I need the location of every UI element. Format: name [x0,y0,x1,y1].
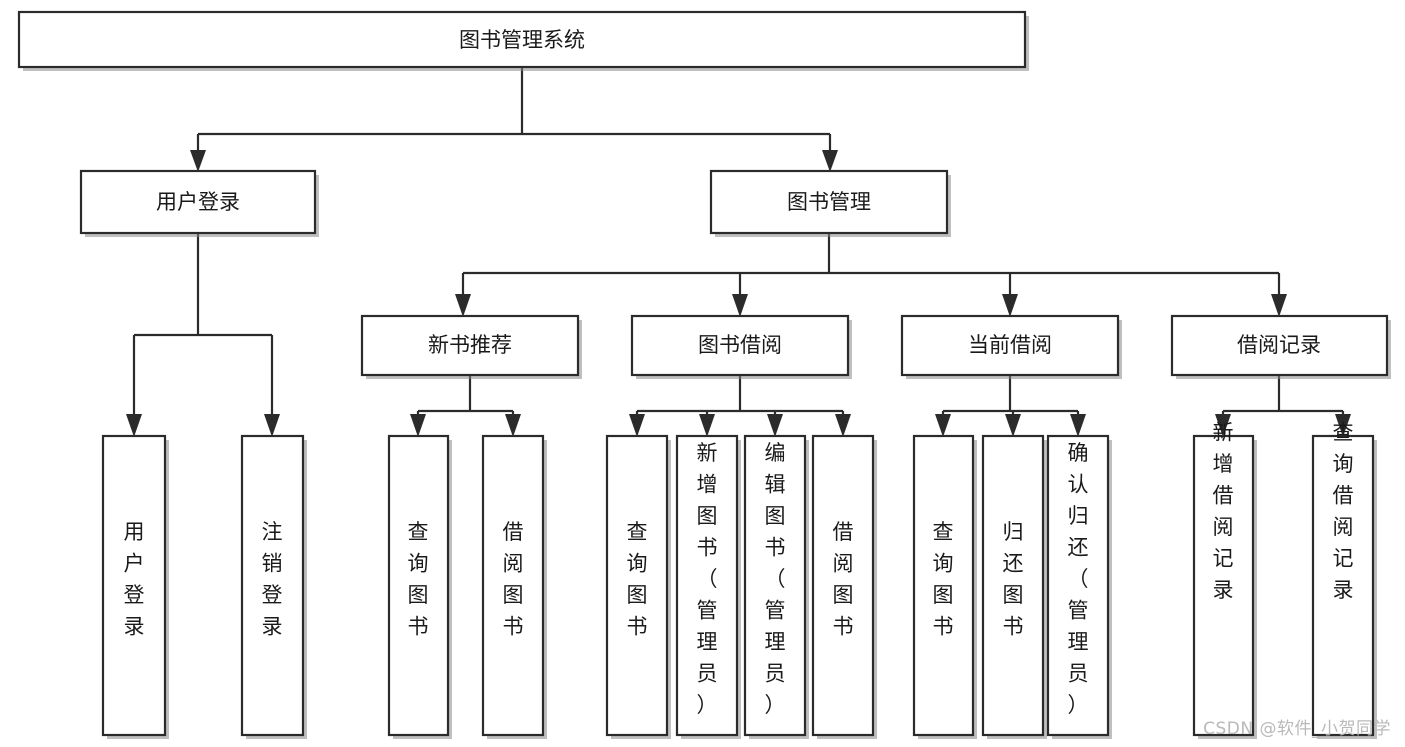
node-leaf-borrow-book-rec[interactable]: 借阅图书 [481,434,547,739]
node-leaf-user-logout-box[interactable] [240,434,305,737]
arrow-borrowrecord-to-query-record [1335,414,1351,437]
node-leaf-return-book[interactable]: 归还图书 [981,434,1047,739]
node-root-box[interactable] [17,10,1027,69]
arrow-bookborrow-to-add-book [699,414,715,437]
arrow-currentborrow-to-confirm-return [1070,414,1086,437]
node-new-book-recommend-box[interactable] [360,314,580,377]
node-new-book-recommend[interactable]: 新书推荐 [360,314,582,379]
node-leaf-confirm-return-admin-box[interactable] [1046,434,1110,737]
connector-bookborrow-bus [635,375,845,424]
node-current-borrow-box[interactable] [900,314,1120,377]
arrow-newbook-to-borrow-book [505,414,521,437]
node-leaf-user-login-label: 用户登录 [124,520,145,639]
node-leaf-user-login[interactable]: 用户登录 [101,434,169,739]
arrow-bookborrow-to-query-book [629,414,645,437]
node-leaf-query-book-borrow-box[interactable] [605,434,669,737]
node-leaf-borrow-book-borrow-box[interactable] [811,434,875,737]
node-leaf-query-borrow-record-box[interactable] [1311,434,1375,737]
arrow-root-to-book-manage [822,150,838,172]
node-leaf-confirm-return-admin[interactable]: 确认归还（管理员） [1046,434,1112,739]
node-leaf-user-login-box[interactable] [101,434,167,737]
node-leaf-query-book-current-box[interactable] [912,434,975,737]
connector-newbook-bus [416,375,515,424]
node-book-borrow[interactable]: 图书借阅 [630,314,852,379]
node-book-manage-box[interactable] [709,169,949,235]
node-borrow-record-box[interactable] [1170,314,1389,377]
csdn-watermark: CSDN @软件_小贺同学 [1203,719,1391,739]
node-leaf-query-book-rec-label: 查询图书 [408,520,429,639]
connector-userlogin-bus [132,233,274,424]
node-new-book-recommend-label: 新书推荐 [428,333,512,357]
node-leaf-query-book-current[interactable]: 查询图书 [912,434,977,739]
arrow-newbook-to-query-book [410,414,426,437]
arrow-currentborrow-to-return-book [1005,414,1021,437]
node-leaf-borrow-book-rec-box[interactable] [481,434,545,737]
node-borrow-record-label: 借阅记录 [1237,333,1321,357]
node-leaf-edit-book-admin[interactable]: 编辑图书（管理员） [743,434,809,739]
node-leaf-user-logout-label: 注销登录 [262,520,283,639]
node-user-login-label: 用户登录 [156,190,240,214]
node-book-borrow-box[interactable] [630,314,850,377]
node-leaf-query-borrow-record-label: 查询借阅记录 [1333,420,1354,602]
node-user-login[interactable]: 用户登录 [79,169,319,237]
node-leaf-add-borrow-record-box[interactable] [1192,434,1255,737]
node-leaf-edit-book-admin-box[interactable] [743,434,807,737]
connector-borrowrecord-bus [1221,375,1345,424]
connector-root-bus [196,67,832,160]
node-leaf-query-book-rec-box[interactable] [387,434,450,737]
node-borrow-record[interactable]: 借阅记录 [1170,314,1391,379]
node-book-manage-label: 图书管理 [787,190,871,214]
arrow-userlogin-to-leaf-user-logout [264,414,280,437]
node-leaf-add-borrow-record-label: 新增借阅记录 [1213,420,1234,602]
node-leaf-borrow-book-borrow[interactable]: 借阅图书 [811,434,877,739]
arrow-userlogin-to-leaf-user-login [126,414,142,437]
node-root-label: 图书管理系统 [459,28,585,52]
node-leaf-add-book-admin-label: 新增图书（管理员） [697,441,718,717]
node-leaf-return-book-box[interactable] [981,434,1045,737]
node-current-borrow[interactable]: 当前借阅 [900,314,1122,379]
arrow-borrowrecord-to-add-record [1215,414,1231,437]
node-leaf-query-book-rec[interactable]: 查询图书 [387,434,452,739]
node-book-manage[interactable]: 图书管理 [709,169,951,237]
node-leaf-edit-book-admin-label: 编辑图书（管理员） [765,441,786,717]
node-leaf-borrow-book-borrow-label: 借阅图书 [833,520,854,639]
arrow-bookmanage-to-borrow-record [1271,294,1287,317]
node-user-login-box[interactable] [79,169,317,235]
arrow-bookmanage-to-book-borrow [732,294,748,317]
arrow-bookborrow-to-edit-book [767,414,783,437]
arrow-bookborrow-to-borrow-book [835,414,851,437]
connector-layer [126,67,1351,437]
node-leaf-user-logout[interactable]: 注销登录 [240,434,307,739]
node-leaf-borrow-book-rec-label: 借阅图书 [503,520,524,639]
node-leaf-query-borrow-record[interactable]: 查询借阅记录 [1311,420,1377,739]
connector-bookmanage-bus [461,233,1281,302]
node-root[interactable]: 图书管理系统 [17,10,1029,71]
node-leaf-query-book-borrow-label: 查询图书 [627,520,648,639]
node-current-borrow-label: 当前借阅 [968,333,1052,357]
node-leaf-add-borrow-record[interactable]: 新增借阅记录 [1192,420,1257,739]
node-leaf-query-book-current-label: 查询图书 [933,520,954,639]
node-leaf-return-book-label: 归还图书 [1003,520,1024,639]
arrow-root-to-user-login [190,150,206,172]
arrow-currentborrow-to-query-book [935,414,951,437]
node-leaf-query-book-borrow[interactable]: 查询图书 [605,434,671,739]
node-leaf-add-book-admin-box[interactable] [675,434,739,737]
node-leaf-confirm-return-admin-label: 确认归还（管理员） [1068,441,1089,717]
arrow-bookmanage-to-new-book-recommend [455,294,471,317]
arrow-bookmanage-to-current-borrow [1002,294,1018,317]
node-book-borrow-label: 图书借阅 [698,333,782,357]
node-leaf-add-book-admin[interactable]: 新增图书（管理员） [675,434,741,739]
